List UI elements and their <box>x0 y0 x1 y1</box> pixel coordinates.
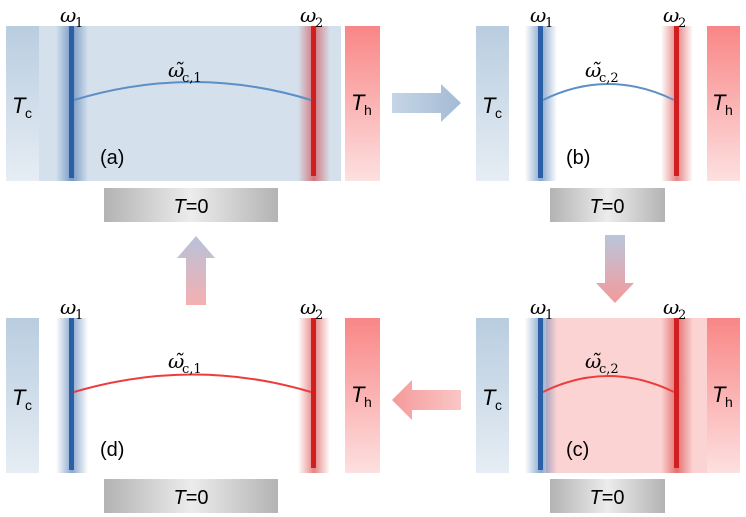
hot-mirror-a <box>311 26 316 176</box>
hot-temp-sub-b: h <box>725 102 733 118</box>
zero-temp-label-a: T=0 <box>173 196 208 218</box>
cavity-freq-a: ω̃ <box>168 58 184 82</box>
panel-d: ω 1 ω 2 ω̃ c,1 T c T h (d) T=0 <box>6 295 380 513</box>
cavity-freq-sub-b: c,2 <box>599 71 619 86</box>
arrow-b-to-c <box>596 235 634 303</box>
cold-temp-sub-a: c <box>25 105 32 121</box>
panel-a: ω 1 ω 2 ω̃ c,1 T c T h (a) T=0 <box>6 3 380 222</box>
zero-temp-label-d: T=0 <box>173 487 208 509</box>
cavity-freq-sub-a: c,1 <box>182 71 202 86</box>
cold-temp-d: T <box>12 385 27 410</box>
cavity-freq-b: ω̃ <box>585 58 601 82</box>
cold-temp-c: T <box>482 385 497 410</box>
cold-bath-c <box>476 318 509 473</box>
omega-right-d: ω <box>300 295 316 319</box>
hot-temp-b: T <box>712 90 727 115</box>
cavity-mode-arc-a <box>73 81 312 101</box>
omega-left-sub-d: 1 <box>75 308 83 323</box>
omega-left-c: ω <box>530 295 546 319</box>
omega-right-c: ω <box>663 295 679 319</box>
hot-temp-d: T <box>351 382 366 407</box>
arrow-d-to-a <box>177 236 215 305</box>
cold-bath-d <box>6 318 39 473</box>
cold-mirror-c <box>538 318 543 470</box>
hot-temp-c: T <box>712 382 727 407</box>
cavity-freq-c: ω̃ <box>585 349 601 373</box>
omega-left-sub-a: 1 <box>75 16 83 31</box>
cold-bath-a <box>6 26 39 181</box>
hot-mirror-b <box>674 26 679 176</box>
cavity-freq-d: ω̃ <box>168 349 184 373</box>
zero-temp-label-c: T=0 <box>589 487 624 509</box>
omega-right-b: ω <box>663 3 679 27</box>
arrow-c-to-d <box>392 380 461 420</box>
panel-label-c: (c) <box>566 439 589 461</box>
cavity-mode-arc-b <box>542 83 675 101</box>
cavity-freq-sub-c: c,2 <box>599 362 619 377</box>
cold-mirror-d <box>69 318 74 470</box>
zero-temp-bath-a <box>104 188 278 222</box>
cold-temp-sub-c: c <box>495 397 502 413</box>
hot-temp-a: T <box>351 90 366 115</box>
cavity-freq-sub-d: c,1 <box>182 362 202 377</box>
hot-mirror-c <box>674 318 679 468</box>
hot-bath-a <box>345 26 380 181</box>
panel-label-b: (b) <box>566 147 590 169</box>
cold-temp-sub-b: c <box>495 105 502 121</box>
omega-right-a: ω <box>300 3 316 27</box>
arrow-a-to-b <box>392 84 461 122</box>
panel-b: ω 1 ω 2 ω̃ c,2 T c T h (b) T=0 <box>476 3 740 222</box>
cavity-mode-arc-c <box>542 375 675 393</box>
cold-mirror-a <box>69 26 74 178</box>
omega-right-sub-a: 2 <box>315 16 323 31</box>
hot-bath-d <box>345 318 380 473</box>
zero-temp-bath-d <box>104 479 278 513</box>
cold-temp-a: T <box>12 93 27 118</box>
hot-bath-b <box>707 26 740 181</box>
cold-mirror-b <box>538 26 543 178</box>
omega-left-b: ω <box>530 3 546 27</box>
zero-temp-label-b: T=0 <box>589 196 624 218</box>
omega-right-sub-b: 2 <box>678 16 686 31</box>
hot-bath-c <box>707 318 740 473</box>
cold-temp-b: T <box>482 93 497 118</box>
hot-temp-sub-d: h <box>364 394 372 410</box>
omega-left-a: ω <box>60 3 76 27</box>
cold-temp-sub-d: c <box>25 397 32 413</box>
hot-mirror-d <box>311 318 316 468</box>
omega-left-sub-c: 1 <box>545 308 553 323</box>
hot-temp-sub-c: h <box>725 394 733 410</box>
omega-right-sub-c: 2 <box>678 308 686 323</box>
panel-c: ω 1 ω 2 ω̃ c,2 T c T h (c) T=0 <box>476 295 740 513</box>
zero-temp-bath-b <box>550 188 665 222</box>
panel-label-a: (a) <box>100 147 124 169</box>
hot-temp-sub-a: h <box>364 102 372 118</box>
panel-label-d: (d) <box>100 439 124 461</box>
omega-left-d: ω <box>60 295 76 319</box>
cavity-mode-arc-d <box>73 373 312 393</box>
zero-temp-bath-c <box>550 479 665 513</box>
omega-left-sub-b: 1 <box>545 16 553 31</box>
omega-right-sub-d: 2 <box>315 308 323 323</box>
cold-bath-b <box>476 26 509 181</box>
